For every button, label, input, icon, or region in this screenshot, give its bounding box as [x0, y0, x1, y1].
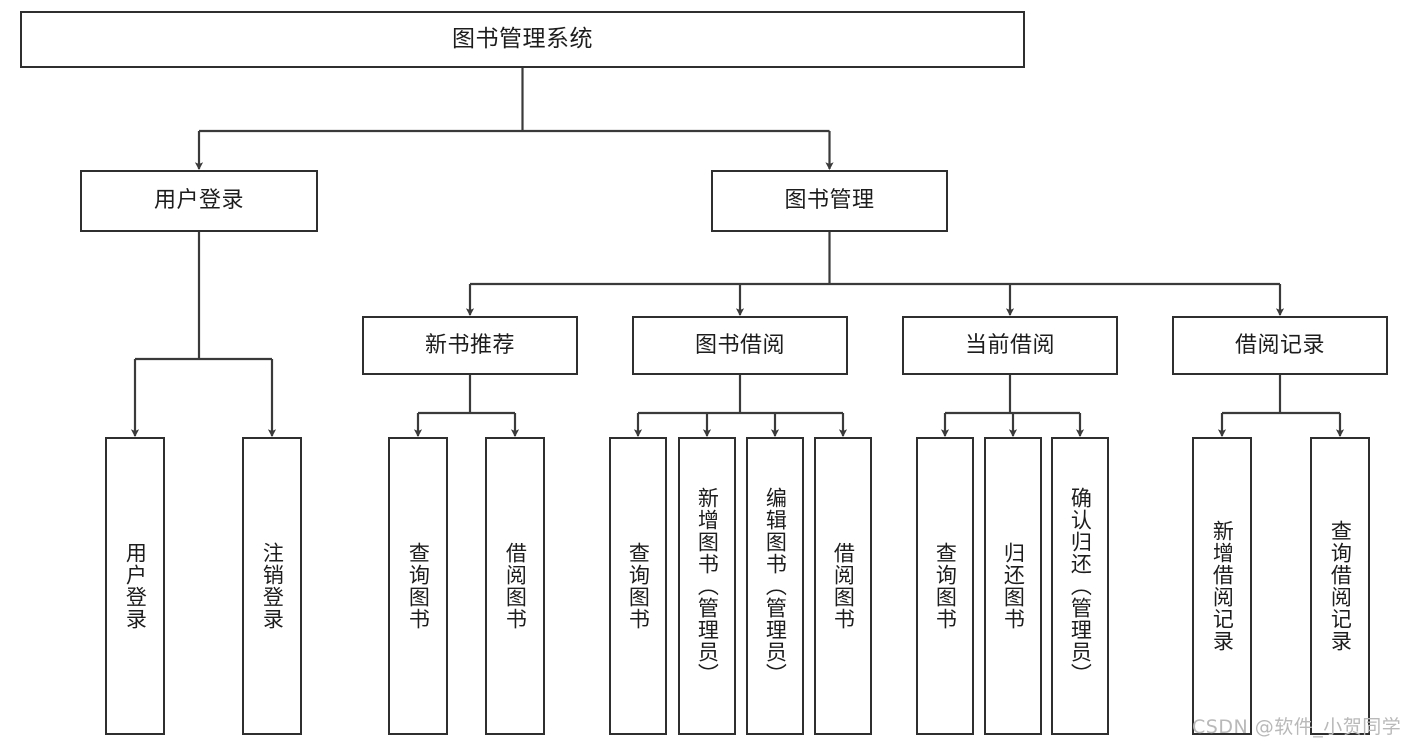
- node-leaf-user-login[interactable]: 用户登录: [105, 437, 165, 735]
- node-user-login[interactable]: 用户登录: [80, 170, 318, 232]
- node-cur-borrow[interactable]: 当前借阅: [902, 316, 1118, 375]
- node-label-root: 图书管理系统: [452, 26, 593, 53]
- node-label-leaf-user-logout: 注销登录: [260, 542, 285, 630]
- node-leaf-bb-edit[interactable]: 编辑图书（管理员）: [746, 437, 804, 735]
- node-leaf-user-logout[interactable]: 注销登录: [242, 437, 302, 735]
- node-leaf-cb-confirm[interactable]: 确认归还（管理员）: [1051, 437, 1109, 735]
- node-label-leaf-cb-query: 查询图书: [933, 542, 958, 630]
- node-label-borrow-log: 借阅记录: [1234, 332, 1325, 358]
- node-label-book-manage: 图书管理: [784, 188, 875, 214]
- node-leaf-bb-query[interactable]: 查询图书: [609, 437, 667, 735]
- watermark-text: CSDN @软件_小贺同学: [1192, 716, 1402, 738]
- node-label-leaf-bb-borrow: 借阅图书: [831, 542, 856, 630]
- node-leaf-rec-query[interactable]: 查询图书: [388, 437, 448, 735]
- node-label-leaf-bb-add: 新增图书（管理员）: [695, 487, 720, 685]
- node-leaf-bb-add[interactable]: 新增图书（管理员）: [678, 437, 736, 735]
- node-label-new-book-rec: 新书推荐: [424, 332, 515, 358]
- node-leaf-bb-borrow[interactable]: 借阅图书: [814, 437, 872, 735]
- node-root[interactable]: 图书管理系统: [20, 11, 1025, 68]
- node-label-leaf-rec-borrow: 借阅图书: [503, 542, 528, 630]
- node-new-book-rec[interactable]: 新书推荐: [362, 316, 578, 375]
- node-label-leaf-bb-edit: 编辑图书（管理员）: [763, 487, 788, 685]
- node-label-user-login: 用户登录: [153, 188, 244, 214]
- node-label-leaf-cb-return: 归还图书: [1001, 542, 1026, 630]
- node-label-leaf-cb-confirm: 确认归还（管理员）: [1068, 487, 1093, 685]
- node-label-cur-borrow: 当前借阅: [964, 332, 1055, 358]
- node-label-leaf-user-login: 用户登录: [123, 542, 148, 630]
- node-book-manage[interactable]: 图书管理: [711, 170, 948, 232]
- node-leaf-cb-query[interactable]: 查询图书: [916, 437, 974, 735]
- node-label-leaf-bb-query: 查询图书: [626, 542, 651, 630]
- node-borrow-log[interactable]: 借阅记录: [1172, 316, 1388, 375]
- node-label-book-borrow: 图书借阅: [694, 332, 785, 358]
- node-book-borrow[interactable]: 图书借阅: [632, 316, 848, 375]
- node-leaf-cb-return[interactable]: 归还图书: [984, 437, 1042, 735]
- node-leaf-bl-query[interactable]: 查询借阅记录: [1310, 437, 1370, 735]
- node-label-leaf-bl-query: 查询借阅记录: [1328, 520, 1353, 652]
- node-label-leaf-rec-query: 查询图书: [406, 542, 431, 630]
- node-label-leaf-bl-add: 新增借阅记录: [1210, 520, 1235, 652]
- node-leaf-rec-borrow[interactable]: 借阅图书: [485, 437, 545, 735]
- node-leaf-bl-add[interactable]: 新增借阅记录: [1192, 437, 1252, 735]
